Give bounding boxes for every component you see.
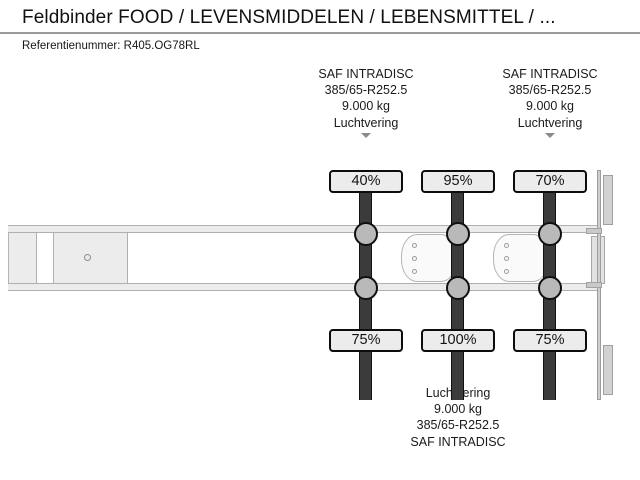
chassis-rail-bottom bbox=[8, 283, 600, 291]
wheel-axle-3-top[interactable] bbox=[538, 222, 562, 246]
hanger-shape bbox=[493, 234, 549, 282]
axle-brand: SAF INTRADISC bbox=[502, 67, 598, 81]
kingpin-box bbox=[54, 233, 128, 283]
tyre-badge-top-axle-3[interactable]: 70% bbox=[513, 170, 587, 193]
chassis-rail-top bbox=[8, 225, 600, 233]
wheel-axle-3-bottom[interactable] bbox=[538, 276, 562, 300]
axle-tyre-size: 385/65-R252.5 bbox=[324, 83, 408, 98]
tyre-badge-bottom-axle-2[interactable]: 100% bbox=[421, 329, 495, 352]
wheel-axle-1-top[interactable] bbox=[354, 222, 378, 246]
page-header: Feldbinder FOOD / LEVENSMIDDELEN / LEBEN… bbox=[0, 0, 640, 34]
axle-brand: SAF INTRADISC bbox=[318, 67, 414, 81]
kingpin-hole-icon bbox=[84, 254, 91, 261]
axle-spec-top-left: SAF INTRADISC 385/65-R252.5 9.000 kg Luc… bbox=[286, 66, 446, 138]
tyre-badge-bottom-axle-1[interactable]: 75% bbox=[329, 329, 403, 352]
axle-spec-top-right: SAF INTRADISC 385/65-R252.5 9.000 kg Luc… bbox=[470, 66, 630, 138]
suspension-hanger-2 bbox=[493, 234, 549, 282]
page-title: Feldbinder FOOD / LEVENSMIDDELEN / LEBEN… bbox=[22, 7, 556, 28]
tyre-badge-top-axle-1[interactable]: 40% bbox=[329, 170, 403, 193]
rear-rail-stub-upper bbox=[586, 228, 602, 234]
reference-number-label: Referentienummer: bbox=[22, 40, 121, 52]
axle-tyre-size: 385/65-R252.5 bbox=[416, 418, 500, 433]
hanger-holes bbox=[504, 243, 512, 282]
axle-tyre-size: 385/65-R252.5 bbox=[508, 83, 592, 98]
axle-brand: SAF INTRADISC bbox=[410, 434, 506, 449]
axle-capacity: 9.000 kg bbox=[526, 99, 574, 114]
hanger-holes bbox=[412, 243, 420, 282]
axle-capacity: 9.000 kg bbox=[342, 99, 390, 114]
chevron-down-icon bbox=[545, 132, 555, 138]
chevron-down-icon bbox=[361, 132, 371, 138]
axle-suspension: Luchtvering bbox=[333, 115, 399, 130]
rear-bumper-pad-lower bbox=[603, 345, 613, 395]
wheel-axle-2-bottom[interactable] bbox=[446, 276, 470, 300]
axle-capacity: 9.000 kg bbox=[434, 402, 482, 417]
hanger-shape bbox=[401, 234, 457, 282]
kingpin-gap bbox=[37, 233, 54, 283]
reference-number-value: R405.OG78RL bbox=[123, 40, 200, 52]
rear-bumper-pad-upper bbox=[603, 175, 613, 225]
tyre-badge-top-axle-2[interactable]: 95% bbox=[421, 170, 495, 193]
tyre-badge-bottom-axle-3[interactable]: 75% bbox=[513, 329, 587, 352]
rear-rail-stub-lower bbox=[586, 282, 602, 288]
wheel-axle-2-top[interactable] bbox=[446, 222, 470, 246]
axle-suspension: Luchtvering bbox=[517, 115, 583, 130]
reference-number: Referentienummer: R405.OG78RL bbox=[22, 39, 200, 53]
wheel-axle-1-bottom[interactable] bbox=[354, 276, 378, 300]
trailer-diagram: SAF INTRADISC 385/65-R252.5 9.000 kg Luc… bbox=[0, 58, 640, 480]
suspension-hanger-1 bbox=[401, 234, 457, 282]
kingpin-plate bbox=[9, 233, 37, 283]
